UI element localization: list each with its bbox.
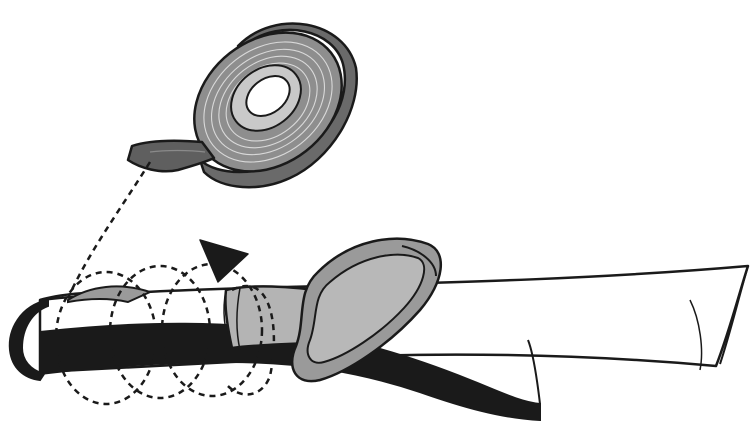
tape-path-dashed-line <box>68 162 150 298</box>
electrical-tape-roll-icon <box>128 4 369 200</box>
wrap-direction-arrow-icon <box>200 240 248 282</box>
